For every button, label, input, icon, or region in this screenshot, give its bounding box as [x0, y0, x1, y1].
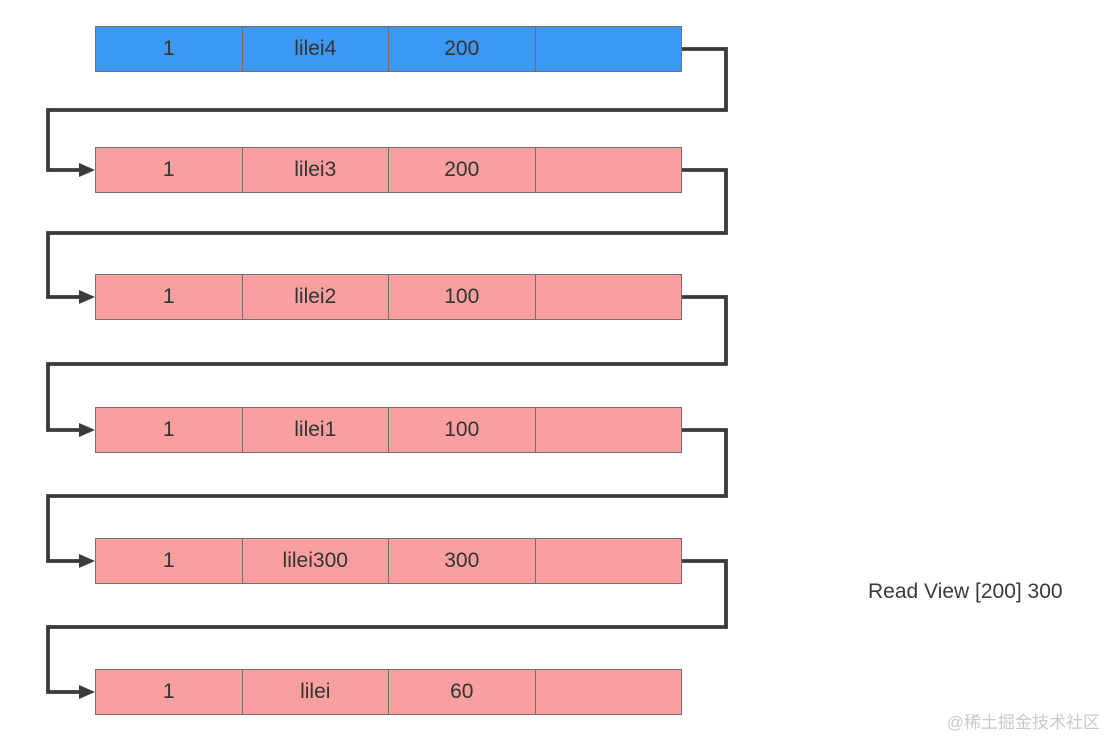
record-cell-name: lilei2	[243, 275, 389, 319]
record-row-current: 1 lilei4 200	[95, 26, 682, 72]
record-cell-name: lilei4	[243, 27, 389, 71]
record-row-undo-2: 1 lilei2 100	[95, 274, 682, 320]
record-cell-trx-id: 200	[389, 148, 536, 192]
record-cell-pointer	[536, 408, 682, 452]
record-cell-name: lilei300	[243, 539, 389, 583]
record-cell-id: 1	[96, 27, 243, 71]
record-cell-trx-id: 200	[389, 27, 536, 71]
record-row-undo-3: 1 lilei1 100	[95, 407, 682, 453]
record-row-undo-5: 1 lilei 60	[95, 669, 682, 715]
record-cell-pointer	[536, 27, 682, 71]
record-cell-name: lilei3	[243, 148, 389, 192]
record-cell-pointer	[536, 670, 682, 714]
record-row-undo-4: 1 lilei300 300	[95, 538, 682, 584]
record-cell-id: 1	[96, 148, 243, 192]
read-view-label: Read View [200] 300	[868, 580, 1063, 603]
record-cell-pointer	[536, 539, 682, 583]
record-cell-id: 1	[96, 408, 243, 452]
record-cell-pointer	[536, 275, 682, 319]
record-cell-trx-id: 300	[389, 539, 536, 583]
record-cell-trx-id: 100	[389, 408, 536, 452]
record-cell-name: lilei1	[243, 408, 389, 452]
record-cell-id: 1	[96, 275, 243, 319]
record-cell-pointer	[536, 148, 682, 192]
record-cell-id: 1	[96, 670, 243, 714]
record-cell-name: lilei	[243, 670, 389, 714]
watermark: @稀土掘金技术社区	[946, 713, 1100, 732]
record-row-undo-1: 1 lilei3 200	[95, 147, 682, 193]
record-cell-trx-id: 100	[389, 275, 536, 319]
record-cell-id: 1	[96, 539, 243, 583]
record-cell-trx-id: 60	[389, 670, 536, 714]
